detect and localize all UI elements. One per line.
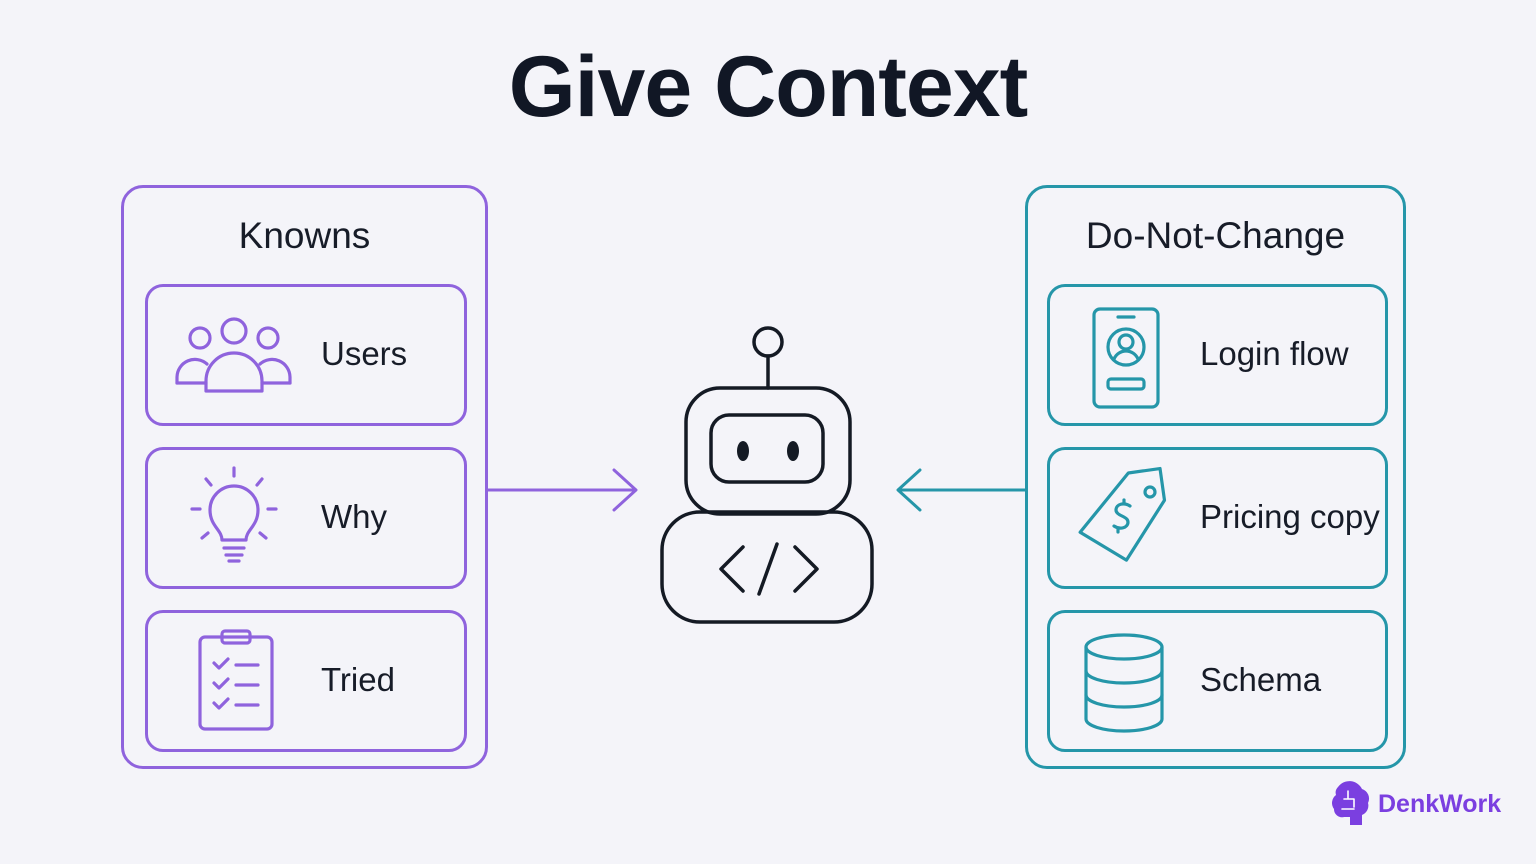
known-label-tried: Tried [321,661,395,698]
do-not-change-panel: Do-Not-Change Login flow Pricing c [1025,185,1406,769]
knowns-heading: Knowns [238,215,371,256]
known-label-users: Users [321,335,408,372]
known-item-users: Users [145,284,467,426]
protected-item-schema: Schema [1047,610,1388,752]
users-icon [172,301,292,409]
do-not-change-heading: Do-Not-Change [1085,215,1346,256]
price-tag-icon [1064,464,1184,572]
known-item-why: Why [145,447,467,589]
arrow-right-icon [488,468,638,512]
protected-item-login-flow: Login flow [1047,284,1388,426]
page-title: Give Context [508,39,1028,135]
arrow-left-icon [896,468,1026,512]
protected-item-pricing-copy: Pricing copy [1047,447,1388,589]
lightbulb-icon [172,464,292,572]
brain-puzzle-icon [1330,781,1370,827]
login-phone-icon [1070,301,1190,409]
known-label-why: Why [321,498,387,535]
protected-label-login-flow: Login flow [1200,335,1349,372]
database-icon [1064,627,1184,735]
known-item-tried: Tried [145,610,467,752]
brand-name: DenkWork [1378,789,1502,818]
knowns-panel: Knowns Users [121,185,488,769]
brand-logo: DenkWork [1330,781,1501,827]
robot-code-icon [655,322,881,628]
protected-label-pricing-copy: Pricing copy [1200,498,1380,535]
protected-label-schema: Schema [1200,661,1322,698]
checklist-icon [172,627,292,735]
